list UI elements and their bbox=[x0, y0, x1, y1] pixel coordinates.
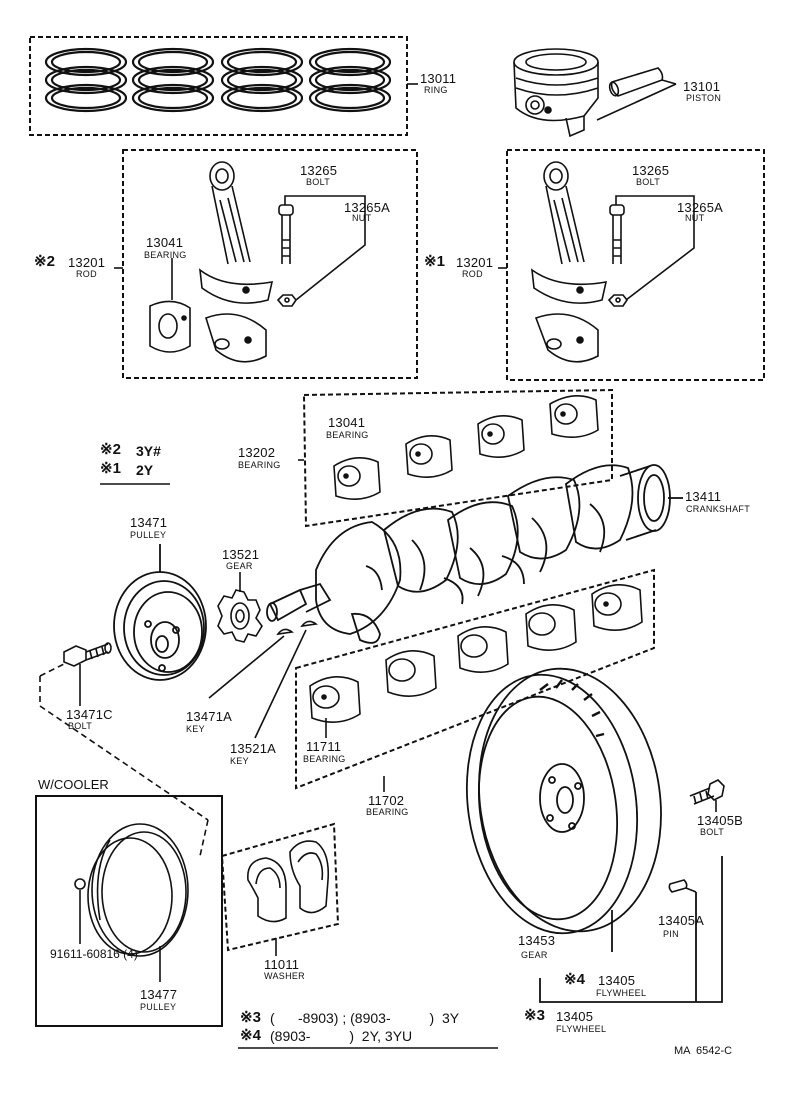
piston-part-number: 13101 bbox=[683, 79, 721, 94]
cooler-pulley-part-number: 13477 bbox=[140, 987, 178, 1002]
flywheel-4-part-name: FLYWHEEL bbox=[596, 988, 647, 998]
bolt-right-part-name: BOLT bbox=[636, 177, 661, 187]
main-bearing-set bbox=[295, 568, 655, 792]
rod-left-mark: ※2 bbox=[34, 253, 55, 270]
rod-left-part-number: 13201 bbox=[68, 255, 106, 270]
flywheel-pin-part-name: PIN bbox=[663, 929, 679, 939]
connecting-rod-left bbox=[114, 149, 418, 379]
washer-part-number: 11011 bbox=[264, 957, 300, 972]
piston-drawing bbox=[513, 48, 677, 138]
ring-gear-part-number: 13453 bbox=[518, 933, 556, 948]
crankshaft-part-name: CRANKSHAFT bbox=[686, 504, 751, 514]
washer-part-name: WASHER bbox=[264, 971, 305, 981]
main-bearing-set-part-number: 11702 bbox=[368, 793, 405, 808]
timing-gear-drawing bbox=[217, 572, 263, 643]
flywheel-drawing bbox=[465, 667, 723, 1003]
bolt-left-part-number: 13265 bbox=[300, 163, 338, 178]
cooler-box bbox=[35, 795, 223, 1027]
ring-part-name: RING bbox=[424, 85, 448, 95]
footnote-2-mark: ※4 bbox=[240, 1027, 261, 1044]
rod-right-part-number: 13201 bbox=[456, 255, 494, 270]
bearing-left-part-number: 13041 bbox=[146, 235, 184, 250]
woodruff-keys bbox=[208, 620, 319, 739]
bearing-left-part-name: BEARING bbox=[144, 250, 187, 260]
rod-left-part-name: ROD bbox=[76, 269, 97, 279]
figure-reference: MA 6542-C bbox=[674, 1045, 733, 1057]
gear-part-number: 13521 bbox=[222, 547, 260, 562]
engine-note-2-mark: ※1 bbox=[100, 460, 121, 477]
flywheel-bolt-pin bbox=[668, 779, 725, 893]
footnote-1-mark: ※3 bbox=[240, 1009, 261, 1026]
nut-left-part-name: NUT bbox=[352, 213, 372, 223]
bolt-left-part-name: BOLT bbox=[306, 177, 331, 187]
rod-right-mark: ※1 bbox=[424, 253, 445, 270]
footnote-2-text: (8903- ) 2Y, 3YU bbox=[270, 1028, 413, 1044]
key-pulley-part-name: KEY bbox=[186, 724, 205, 734]
pulley-bolt-part-name: BOLT bbox=[68, 721, 93, 731]
key-gear-part-number: 13521A bbox=[230, 741, 277, 756]
main-bearing-part-number: 11711 bbox=[306, 739, 342, 754]
gear-part-name: GEAR bbox=[226, 561, 253, 571]
crankshaft-drawing bbox=[266, 464, 683, 644]
connecting-rod-right bbox=[498, 149, 765, 381]
nut-right-part-name: NUT bbox=[685, 213, 705, 223]
conrod-bearing-set bbox=[298, 388, 613, 528]
bearing-upper-part-number: 13041 bbox=[328, 415, 366, 430]
key-pulley-part-number: 13471A bbox=[186, 709, 233, 724]
flywheel-pin-part-number: 13405A bbox=[658, 913, 705, 928]
pulley-bolt-drawing bbox=[39, 642, 209, 821]
flywheel-bolt-part-name: BOLT bbox=[700, 827, 725, 837]
bearing-set-part-name: BEARING bbox=[238, 460, 281, 470]
cooler-bolt-part-number: 91611-60816 (4) bbox=[50, 947, 138, 961]
key-gear-part-name: KEY bbox=[230, 756, 249, 766]
flywheel-3-mark: ※3 bbox=[524, 1007, 545, 1024]
flywheel-4-mark: ※4 bbox=[564, 971, 585, 988]
flywheel-4-part-number: 13405 bbox=[598, 973, 636, 988]
ring-part-number: 13011 bbox=[420, 71, 457, 86]
nut-right-part-number: 13265A bbox=[677, 200, 724, 215]
crank-pulley-drawing bbox=[113, 544, 207, 681]
piston-part-name: PISTON bbox=[686, 93, 722, 103]
thrust-washer-drawing bbox=[220, 822, 340, 956]
main-bearing-part-name: BEARING bbox=[303, 754, 346, 764]
pulley-bolt-part-number: 13471C bbox=[66, 707, 113, 722]
engine-note-2-text: 2Y bbox=[136, 462, 154, 478]
main-bearing-set-part-name: BEARING bbox=[366, 807, 409, 817]
rod-right-part-name: ROD bbox=[462, 269, 483, 279]
ring-gear-part-name: GEAR bbox=[521, 950, 548, 960]
flywheel-3-part-name: FLYWHEEL bbox=[556, 1024, 607, 1034]
footnote-1-text: ( -8903) ; (8903- ) 3Y bbox=[270, 1010, 460, 1026]
engine-note-1-mark: ※2 bbox=[100, 441, 121, 458]
bearing-set-part-number: 13202 bbox=[238, 445, 276, 460]
bearing-upper-part-name: BEARING bbox=[326, 430, 369, 440]
pulley-part-name: PULLEY bbox=[130, 530, 167, 540]
flywheel-3-part-number: 13405 bbox=[556, 1009, 594, 1024]
cooler-box-title: W/COOLER bbox=[38, 777, 109, 792]
bolt-right-part-number: 13265 bbox=[632, 163, 670, 178]
crankshaft-part-number: 13411 bbox=[685, 489, 722, 504]
engine-note-1-text: 3Y# bbox=[136, 443, 161, 459]
flywheel-bolt-part-number: 13405B bbox=[697, 813, 744, 828]
piston-ring-set bbox=[29, 36, 418, 136]
cooler-pulley-part-name: PULLEY bbox=[140, 1002, 177, 1012]
nut-left-part-number: 13265A bbox=[344, 200, 391, 215]
pulley-part-number: 13471 bbox=[130, 515, 168, 530]
